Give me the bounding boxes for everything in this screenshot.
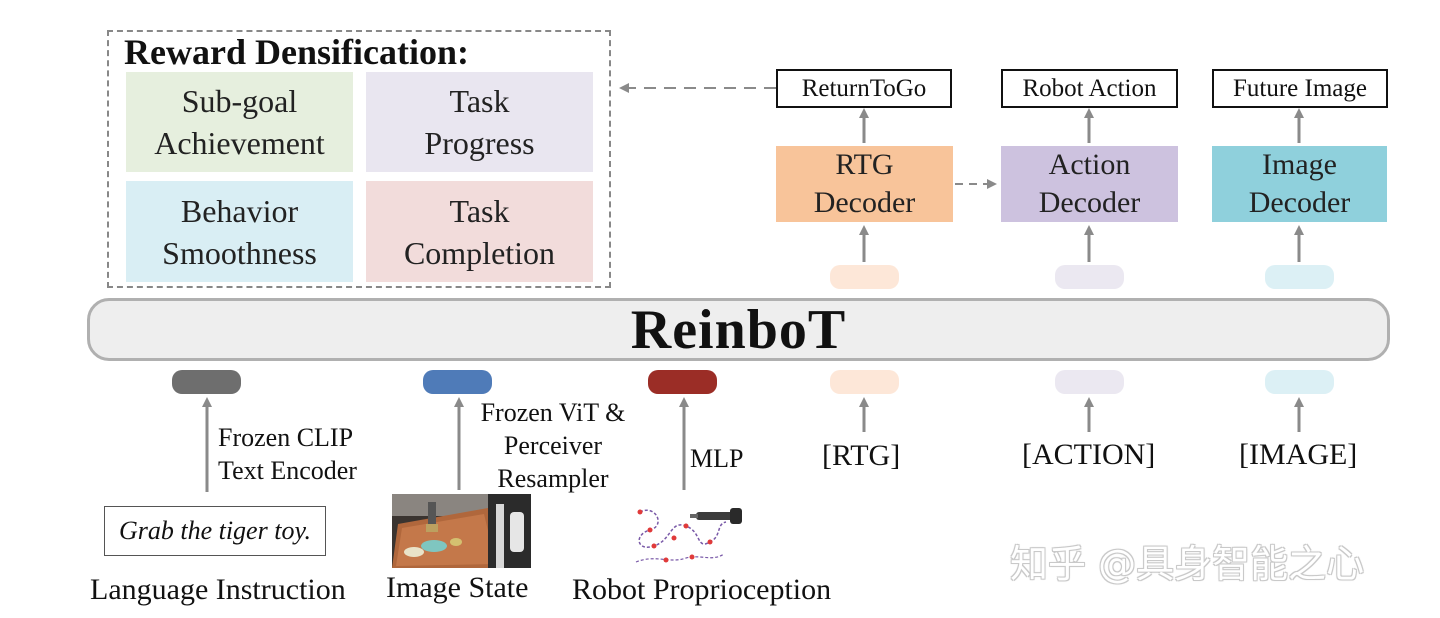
- reward-cell-completion-line1: Task: [449, 192, 510, 229]
- rtg-decoder: RTG Decoder: [776, 146, 953, 222]
- reward-cell-progress-line2: Progress: [424, 125, 535, 161]
- rtg-query-label: [RTG]: [822, 439, 901, 472]
- image-output-token: [1265, 265, 1334, 289]
- image-state-picture: [392, 494, 531, 568]
- image-token: [423, 370, 492, 394]
- reinbot-label: ReinboT: [630, 298, 847, 361]
- vit-encoder-label: Frozen ViT & Perceiver Resampler: [469, 396, 637, 495]
- proprio-token: [648, 370, 717, 394]
- returntogo-output-box: ReturnToGo: [776, 69, 952, 108]
- action-query-label: [ACTION]: [1022, 438, 1156, 471]
- clip-encoder-line1: Frozen CLIP: [218, 423, 354, 452]
- reward-cell-progress-line1: Task: [449, 83, 510, 119]
- reward-cell-smoothness-line2: Smoothness: [162, 234, 317, 271]
- reward-cell-subgoal: Sub-goal Achievement: [126, 72, 353, 172]
- image-decoder: Image Decoder: [1212, 146, 1387, 222]
- reward-cell-smoothness: Behavior Smoothness: [126, 181, 353, 282]
- rtg-query-token: [830, 370, 899, 394]
- robot-proprioception-caption: Robot Proprioception: [572, 573, 832, 606]
- reward-densification-title: Reward Densification:: [124, 32, 469, 72]
- robot-action-output-box: Robot Action: [1001, 69, 1178, 108]
- rtg-decoder-line2: Decoder: [813, 186, 916, 219]
- reward-cell-subgoal-line2: Achievement: [154, 125, 325, 161]
- rtg-output-token: [830, 265, 899, 289]
- language-instruction-box: Grab the tiger toy.: [104, 506, 326, 556]
- action-decoder: Action Decoder: [1001, 146, 1178, 222]
- vit-encoder-line2: Perceiver: [503, 431, 603, 460]
- clip-encoder-label: Frozen CLIP Text Encoder: [218, 421, 357, 487]
- image-decoder-line2: Decoder: [1248, 186, 1351, 219]
- mlp-label: MLP: [690, 444, 744, 473]
- action-decoder-line1: Action: [1048, 148, 1131, 181]
- reward-densification-panel: [107, 30, 611, 288]
- language-instruction-caption: Language Instruction: [90, 573, 346, 606]
- action-output-token: [1055, 265, 1124, 289]
- watermark: 知乎 @具身智能之心: [1010, 542, 1365, 586]
- image-decoder-line1: Image: [1262, 148, 1337, 181]
- reinbot-backbone: ReinboT: [87, 298, 1390, 361]
- action-query-token: [1055, 370, 1124, 394]
- reward-cell-completion: Task Completion: [366, 181, 593, 282]
- vit-encoder-line3: Resampler: [497, 464, 609, 493]
- vit-encoder-line1: Frozen ViT &: [480, 398, 626, 427]
- rtg-decoder-line1: RTG: [835, 148, 894, 181]
- reward-cell-smoothness-line1: Behavior: [180, 192, 299, 229]
- robot-proprioception-picture: [635, 508, 742, 563]
- image-state-caption: Image State: [386, 571, 529, 604]
- reward-cell-subgoal-line1: Sub-goal: [181, 83, 298, 119]
- image-query-label: [IMAGE]: [1239, 438, 1358, 471]
- image-query-token: [1265, 370, 1334, 394]
- clip-encoder-line2: Text Encoder: [218, 456, 357, 485]
- reward-cell-completion-line2: Completion: [403, 234, 556, 271]
- language-token: [172, 370, 241, 394]
- action-decoder-line2: Decoder: [1038, 186, 1141, 219]
- future-image-output-box: Future Image: [1212, 69, 1388, 108]
- reward-cell-progress: Task Progress: [366, 72, 593, 172]
